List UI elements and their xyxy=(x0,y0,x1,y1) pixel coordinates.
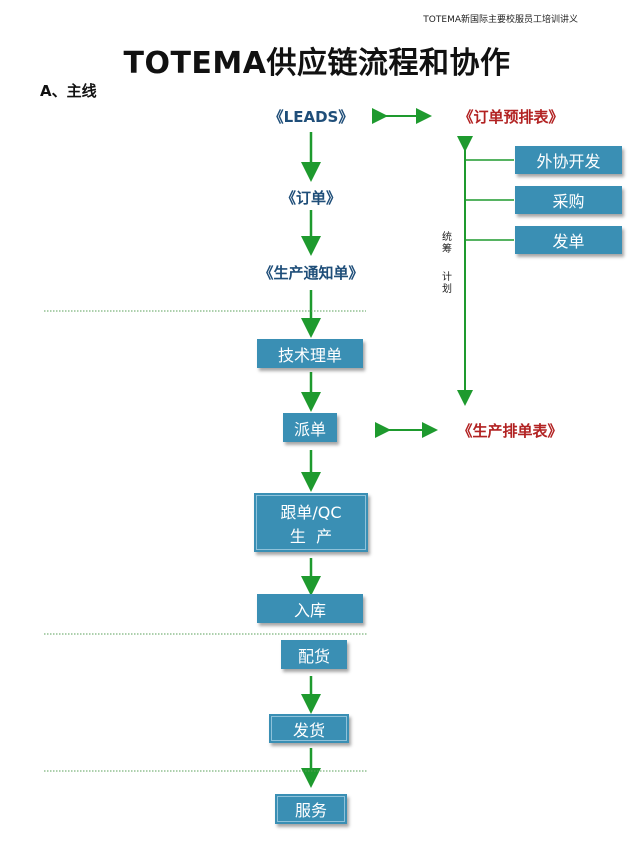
tech-review-label: 技术理单 xyxy=(277,345,342,365)
outsource-dev-box: 外协开发 xyxy=(515,146,622,174)
purchase-label: 采购 xyxy=(552,192,585,211)
section-label: A、主线 xyxy=(40,82,97,100)
branch-connectors xyxy=(465,159,514,241)
order-label: 《订单》 xyxy=(280,189,341,207)
shipping-label: 发货 xyxy=(292,720,325,740)
warehousing-label: 入库 xyxy=(293,600,326,620)
issue-order-box: 发单 xyxy=(515,226,622,254)
purchase-box: 采购 xyxy=(515,186,622,214)
dotted-dividers xyxy=(44,310,368,772)
dispatch-label: 派单 xyxy=(293,419,326,439)
leads-label: 《LEADS》 xyxy=(268,108,354,126)
outsource-dev-label: 外协开发 xyxy=(536,152,601,171)
bidirectional-arrows xyxy=(372,108,438,438)
production-schedule-label: 《生产排单表》 xyxy=(457,422,563,440)
allocation-box: 配货 xyxy=(281,640,347,669)
dispatch-box: 派单 xyxy=(283,413,337,442)
plan-bottom-label: 计划 xyxy=(442,272,452,295)
tech-review-box: 技术理单 xyxy=(257,339,363,368)
header-note: TOTEMA新国际主要校服员工培训讲义 xyxy=(423,15,578,25)
order-preschedule-label: 《订单预排表》 xyxy=(458,108,564,126)
service-box: 服务 xyxy=(275,794,347,824)
plan-top-label: 统筹 xyxy=(442,232,452,255)
follow-qc-label: 跟单/QC xyxy=(280,502,342,522)
page-title: TOTEMA供应链流程和协作 xyxy=(123,46,511,81)
production-notice-label: 《生产通知单》 xyxy=(258,264,364,282)
follow-qc-production-box: 跟单/QC 生 产 xyxy=(254,493,368,552)
warehousing-box: 入库 xyxy=(257,594,363,623)
allocation-label: 配货 xyxy=(297,646,330,666)
production-label: 生 产 xyxy=(289,526,333,546)
issue-order-label: 发单 xyxy=(552,232,585,251)
service-label: 服务 xyxy=(294,801,327,820)
shipping-box: 发货 xyxy=(269,714,349,743)
